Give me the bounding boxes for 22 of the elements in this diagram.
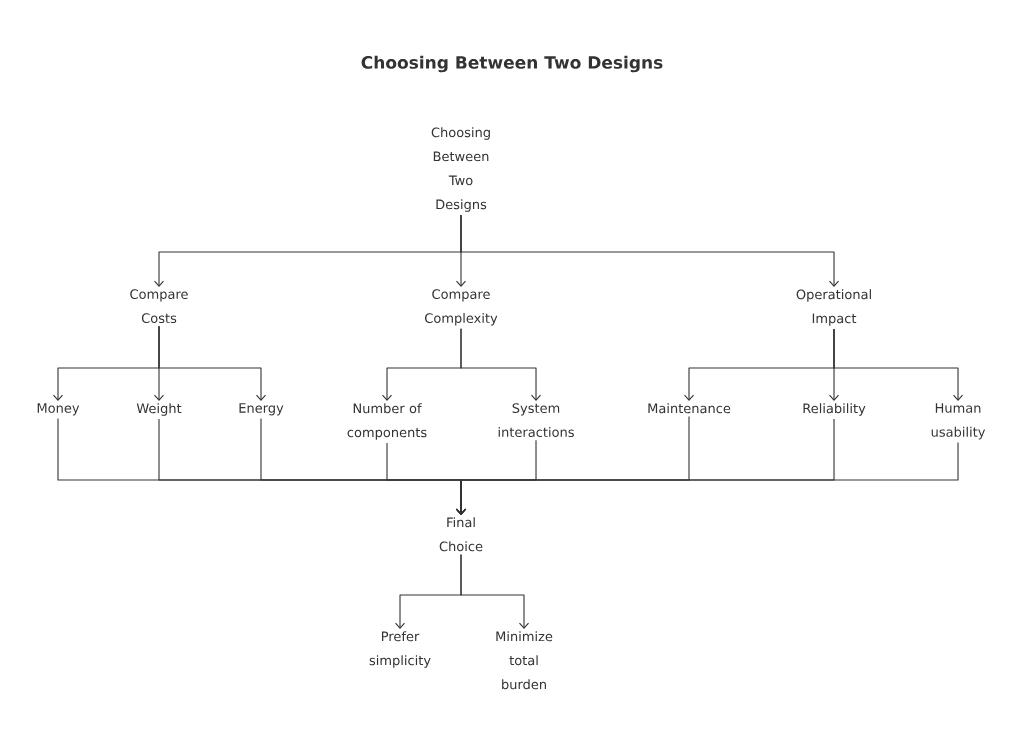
root-topic: Choosing Between Two Designs — [431, 127, 490, 212]
connector-arrow — [460, 553, 530, 629]
leaf-topic: Weight — [136, 403, 182, 416]
connector-arrow — [833, 328, 964, 401]
connector-arrow — [158, 325, 267, 401]
leaf-topic: Human usability — [931, 403, 986, 440]
leaf-topic: Money — [37, 403, 80, 416]
leaf-topic: Number of components — [347, 403, 427, 440]
branch-topic: Compare Costs — [130, 289, 188, 324]
leaf-topic: Energy — [239, 403, 284, 416]
title: Choosing Between Two Designs — [361, 55, 663, 73]
leaf-topic: Reliability — [803, 403, 866, 416]
leaf-topic: System interactions — [498, 403, 574, 438]
branch-topic: Compare Complexity — [425, 289, 498, 326]
connector-arrow — [460, 328, 542, 401]
connector-arrow — [460, 214, 840, 287]
connector-arrow — [455, 442, 959, 515]
result-topic: Final Choice — [439, 517, 483, 552]
branch-topic: Operational Impact — [796, 289, 871, 326]
outcome-topic: Minimize total burden — [496, 631, 553, 690]
outcome-topic: Prefer simplicity — [369, 631, 431, 668]
leaf-topic: Maintenance — [648, 403, 731, 414]
